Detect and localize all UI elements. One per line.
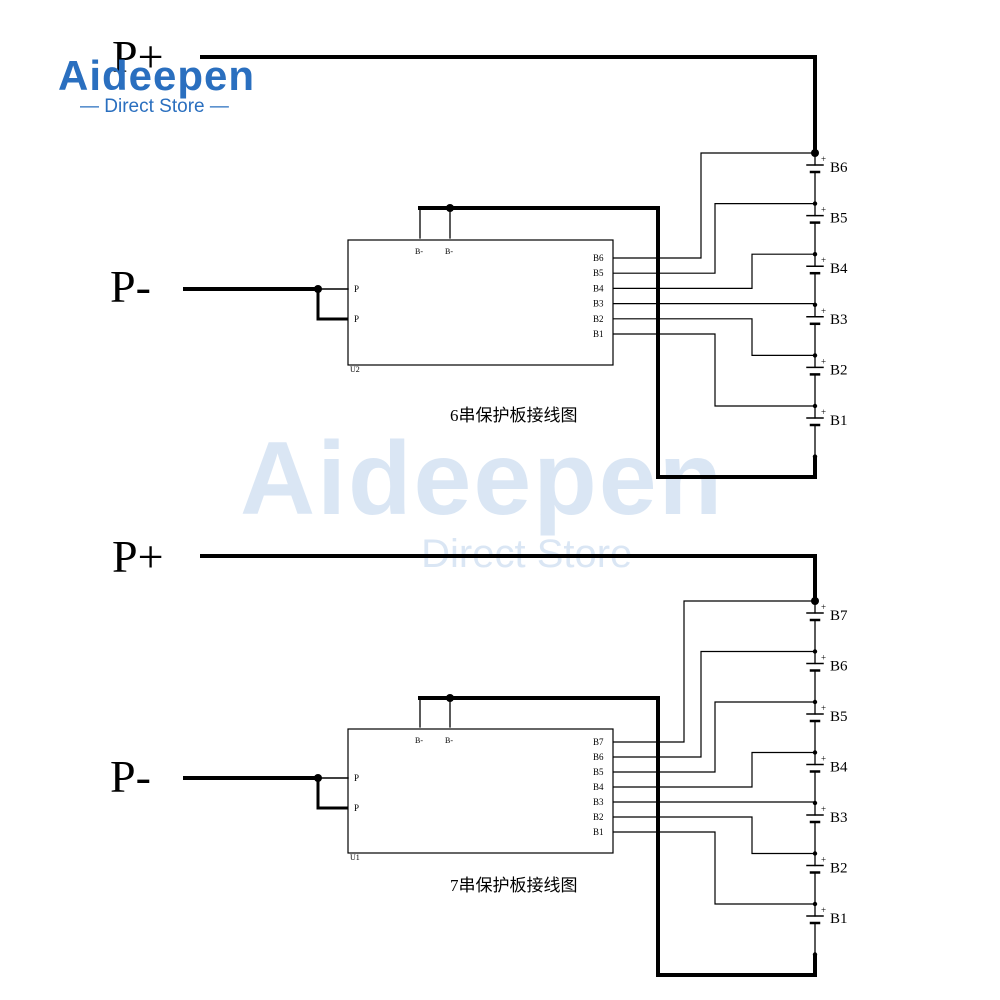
diagram-2-top-pin-label-2: B- [445,736,453,745]
diagram-1-negative-return-wire [450,206,817,479]
diagram-1-balance-wire-2 [613,203,815,274]
diagram-2-cell-label-3: B5 [830,709,848,725]
diagram-2-right-pin-label-7: B1 [593,827,604,837]
diagram-2-right-pin-label-2: B6 [593,752,604,762]
diagram-1-top-pin-label-2: B- [445,247,453,256]
diagram-2-cell-plus-mark-2: + [821,653,826,663]
logo-subtitle: — Direct Store — [80,96,229,117]
diagram-1-cell-plus-mark-5: + [821,356,826,366]
diagram-1-cell-label-5: B2 [830,362,848,378]
diagram-2-cell-plus-mark-3: + [821,703,826,713]
logo-text: Aideepen [58,52,256,99]
diagram-1-right-pin-label-3: B4 [593,283,604,293]
brand-logo: Aideepen — Direct Store — [58,52,288,122]
diagram-1-p-plus-wire [200,55,817,153]
diagram-2-cell-label-1: B7 [830,608,848,624]
diagram-1-balance-wire-3 [613,253,815,289]
diagram-2-balance-wire-7 [613,831,815,905]
diagram-2-cell-plus-mark-5: + [821,804,826,814]
watermark-brand: Aideepen [240,421,725,537]
diagram-1-balance-wire-1 [613,152,815,259]
diagram-2-cell-label-7: B1 [830,911,848,927]
diagram-2-chip-label: U1 [350,853,360,862]
diagram-2-balance-wire-4 [613,751,815,788]
diagram-2-caption: 7串保护板接线图 [450,876,578,895]
diagram-1-balance-wire-6 [613,333,815,407]
diagram-1-right-pin-label-4: B3 [593,299,604,309]
diagram-1-cell-plus-mark-3: + [821,255,826,265]
diagram-2-p-plus-label: P+ [112,531,164,582]
diagram-2-p-minus-label: P- [110,751,151,802]
diagram-1-right-pin-label-6: B1 [593,329,604,339]
diagram-2-right-pin-label-6: B2 [593,812,604,822]
diagram-2-p-minus-branch [316,778,348,810]
diagram-1-left-pin-label-1: P [354,284,359,294]
diagram-2-cell-node-7 [812,952,818,957]
diagram-2-right-pin-label-4: B4 [593,782,604,792]
diagram-1-right-pin-label-1: B6 [593,253,604,263]
diagram-2-cell-plus-mark-1: + [821,602,826,612]
diagram-1-right-pin-label-2: B5 [593,268,604,278]
watermark: Aideepen — Direct Store — [240,420,800,580]
diagram-2-top-pin-label-1: B- [415,736,423,745]
diagram-2-negative-return-wire [450,696,817,977]
diagram-2-left-pin-label-1: P [354,773,359,783]
diagram-1-cell-plus-mark-6: + [821,407,826,417]
diagram-1-caption: 6串保护板接线图 [450,406,578,425]
diagram-2-balance-wire-2 [613,650,815,758]
diagram-2-right-pin-label-3: B5 [593,767,604,777]
diagram-2-balance-wire-6 [613,816,815,855]
diagram-1-balance-wire-5 [613,318,815,356]
diagram-1-p-minus-label: P- [110,261,151,312]
diagram-1-cell-label-2: B5 [830,211,848,227]
diagram-1-p-plus-label: P+ [112,31,164,82]
diagram-1-cell-label-4: B3 [830,312,848,328]
diagram-1-right-pin-label-5: B2 [593,314,604,324]
diagram-2-protection-board [347,728,614,854]
diagram-1-cell-label-6: B1 [830,413,848,429]
diagram-2-cell-plus-mark-6: + [821,855,826,865]
diagram-2-cell-label-4: B4 [830,760,848,776]
diagram-1-p-minus-branch [316,289,348,321]
diagram-2-cell-plus-mark-4: + [821,754,826,764]
diagram-1-cell-node-6 [812,454,818,459]
diagram-1-top-pin-label-1: B- [415,247,423,256]
diagram-2-left-pin-label-2: P [354,803,359,813]
diagram-1-cell-label-3: B4 [830,261,848,277]
diagram-1-cell-label-1: B6 [830,160,848,176]
diagram-2-balance-wire-3 [613,701,815,773]
diagram-2-p-plus-wire [200,554,817,601]
diagram-1-protection-board [347,239,614,366]
diagram-2-cell-plus-mark-7: + [821,905,826,915]
diagram-2-cell-label-6: B2 [830,861,848,877]
diagram-2-right-pin-label-5: B3 [593,797,604,807]
diagram-1-cell-plus-mark-2: + [821,205,826,215]
diagram-1-left-pin-label-2: P [354,314,359,324]
diagram-2-balance-wire-1 [613,600,815,743]
diagram-1-chip-label: U2 [350,365,360,374]
diagram-2-right-pin-label-1: B7 [593,737,604,747]
diagram-1-cell-plus-mark-4: + [821,306,826,316]
diagram-1-cell-plus-mark-1: + [821,154,826,164]
diagram-2-cell-label-5: B3 [830,810,848,826]
diagram-2-cell-label-2: B6 [830,659,848,675]
